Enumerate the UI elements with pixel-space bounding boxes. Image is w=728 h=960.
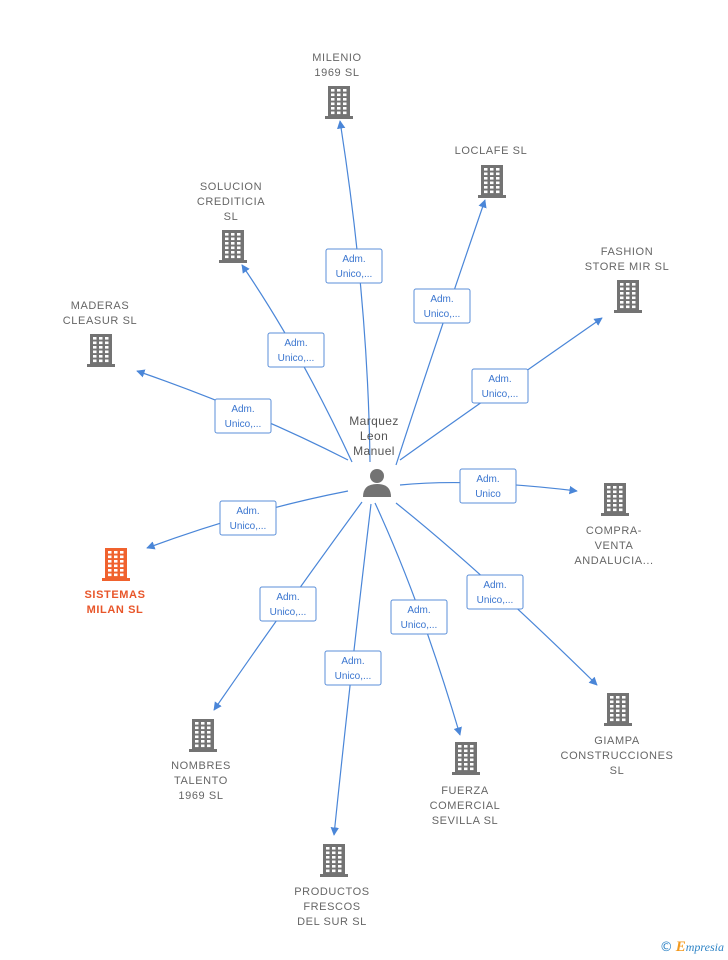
edge-label-text: Unico xyxy=(475,489,501,500)
edge-label-productos[interactable]: Adm. Unico,... xyxy=(324,650,382,686)
edge-label-text: Adm. xyxy=(236,506,259,517)
company-label: COMERCIAL xyxy=(430,800,501,812)
company-node-milenio[interactable]: MILENIO 1969 SL xyxy=(312,52,361,119)
edge-label-giampa[interactable]: Adm. Unico,... xyxy=(466,574,524,610)
edge-label-fashion[interactable]: Adm. Unico,... xyxy=(471,368,529,404)
edge-loclafe xyxy=(395,199,487,466)
company-label: 1969 SL xyxy=(178,790,223,802)
company-label: SL xyxy=(224,211,239,223)
copyright-symbol: © xyxy=(659,940,673,955)
company-label: NOMBRES xyxy=(171,760,231,772)
company-node-giampa[interactable]: GIAMPA CONSTRUCCIONES SL xyxy=(561,693,674,777)
edge-label-milenio[interactable]: Adm. Unico,... xyxy=(325,248,383,284)
company-node-fashion[interactable]: FASHION STORE MIR SL xyxy=(585,246,670,313)
center-name-line: Leon xyxy=(360,429,388,443)
edge-label-solucion[interactable]: Adm. Unico,... xyxy=(267,332,325,368)
building-icon xyxy=(189,719,217,752)
brand-initial: E xyxy=(675,939,686,955)
building-icon xyxy=(102,548,130,581)
edge-label-text: Adm. xyxy=(483,580,506,591)
edge-label-text: Unico,... xyxy=(477,595,514,606)
company-label: SISTEMAS xyxy=(84,589,145,601)
company-label: 1969 SL xyxy=(314,67,359,79)
building-icon xyxy=(87,334,115,367)
building-icon xyxy=(604,693,632,726)
edge-label-compraventa[interactable]: Adm. Unico xyxy=(459,468,517,504)
company-label: CONSTRUCCIONES xyxy=(561,750,674,762)
company-label: VENTA xyxy=(595,540,634,552)
edge-label-text: Unico,... xyxy=(482,389,519,400)
company-label: MADERAS xyxy=(71,300,130,312)
edge-label-text: Adm. xyxy=(341,656,364,667)
building-icon xyxy=(452,742,480,775)
edge-label-maderas[interactable]: Adm. Unico,... xyxy=(214,398,272,434)
company-label: SOLUCION xyxy=(200,181,262,193)
company-node-maderas[interactable]: MADERAS CLEASUR SL xyxy=(63,300,137,367)
building-icon xyxy=(320,844,348,877)
company-label: PRODUCTOS xyxy=(294,886,369,898)
center-name-line: Marquez xyxy=(349,414,399,428)
edge-label-text: Adm. xyxy=(231,404,254,415)
company-label: DEL SUR SL xyxy=(297,916,367,928)
edge-label-loclafe[interactable]: Adm. Unico,... xyxy=(413,288,471,324)
edge-label-text: Unico,... xyxy=(424,309,461,320)
edge-label-text: Unico,... xyxy=(336,269,373,280)
edge-label-text: Unico,... xyxy=(270,607,307,618)
edge-label-text: Adm. xyxy=(407,605,430,616)
edge-label-sistemas[interactable]: Adm. Unico,... xyxy=(219,500,277,536)
edge-label-text: Adm. xyxy=(476,474,499,485)
edge-label-text: Unico,... xyxy=(335,671,372,682)
company-label: CREDITICIA xyxy=(197,196,265,208)
building-icon xyxy=(325,86,353,119)
brand-name: mpresia xyxy=(685,940,724,954)
company-label: LOCLAFE SL xyxy=(455,145,528,157)
edge-label-text: Adm. xyxy=(342,254,365,265)
edge-label-text: Adm. xyxy=(276,592,299,603)
empresia-watermark: ©Empresia xyxy=(660,939,724,956)
company-label: FUERZA xyxy=(441,785,489,797)
company-label: GIAMPA xyxy=(594,735,640,747)
building-icon xyxy=(478,165,506,198)
company-node-nombres[interactable]: NOMBRES TALENTO 1969 SL xyxy=(171,719,231,802)
company-label: ANDALUCIA... xyxy=(574,555,653,567)
edge-milenio xyxy=(337,120,371,463)
company-label: FASHION xyxy=(601,246,654,258)
building-icon xyxy=(614,280,642,313)
company-node-productos[interactable]: PRODUCTOS FRESCOS DEL SUR SL xyxy=(294,844,369,928)
edge-label-text: Unico,... xyxy=(225,419,262,430)
company-node-solucion[interactable]: SOLUCION CREDITICIA SL xyxy=(197,181,265,263)
building-icon xyxy=(601,483,629,516)
company-node-loclafe[interactable]: LOCLAFE SL xyxy=(455,145,528,198)
company-label: MILENIO xyxy=(312,52,361,64)
company-label: TALENTO xyxy=(174,775,228,787)
company-label: STORE MIR SL xyxy=(585,261,670,273)
company-label: COMPRA- xyxy=(586,525,642,537)
center-name-line: Manuel xyxy=(353,444,395,458)
edge-label-nombres[interactable]: Adm. Unico,... xyxy=(259,586,317,622)
edge-label-text: Unico,... xyxy=(278,353,315,364)
person-icon xyxy=(363,469,391,497)
company-node-compraventa[interactable]: COMPRA- VENTA ANDALUCIA... xyxy=(574,483,653,567)
edge-label-text: Unico,... xyxy=(230,521,267,532)
edge-label-text: Adm. xyxy=(284,338,307,349)
company-label: FRESCOS xyxy=(303,901,360,913)
company-label: SEVILLA SL xyxy=(432,815,499,827)
edge-labels-layer: Adm.Unico,...Adm.Unico,...Adm.Unico,...A… xyxy=(214,248,529,686)
company-label: MILAN SL xyxy=(87,604,144,616)
building-icon xyxy=(219,230,247,263)
company-label: SL xyxy=(610,765,625,777)
edge-label-fuerza[interactable]: Adm. Unico,... xyxy=(390,599,448,635)
company-node-fuerza[interactable]: FUERZA COMERCIAL SEVILLA SL xyxy=(430,742,501,827)
nodes-layer: MILENIO 1969 SL LOCLAFE SL SOLUCION CREDITIC… xyxy=(63,52,674,928)
company-node-sistemas[interactable]: SISTEMAS MILAN SL xyxy=(84,548,145,616)
edge-label-text: Adm. xyxy=(430,294,453,305)
edge-label-text: Unico,... xyxy=(401,620,438,631)
company-label: CLEASUR SL xyxy=(63,315,137,327)
edge-label-text: Adm. xyxy=(488,374,511,385)
